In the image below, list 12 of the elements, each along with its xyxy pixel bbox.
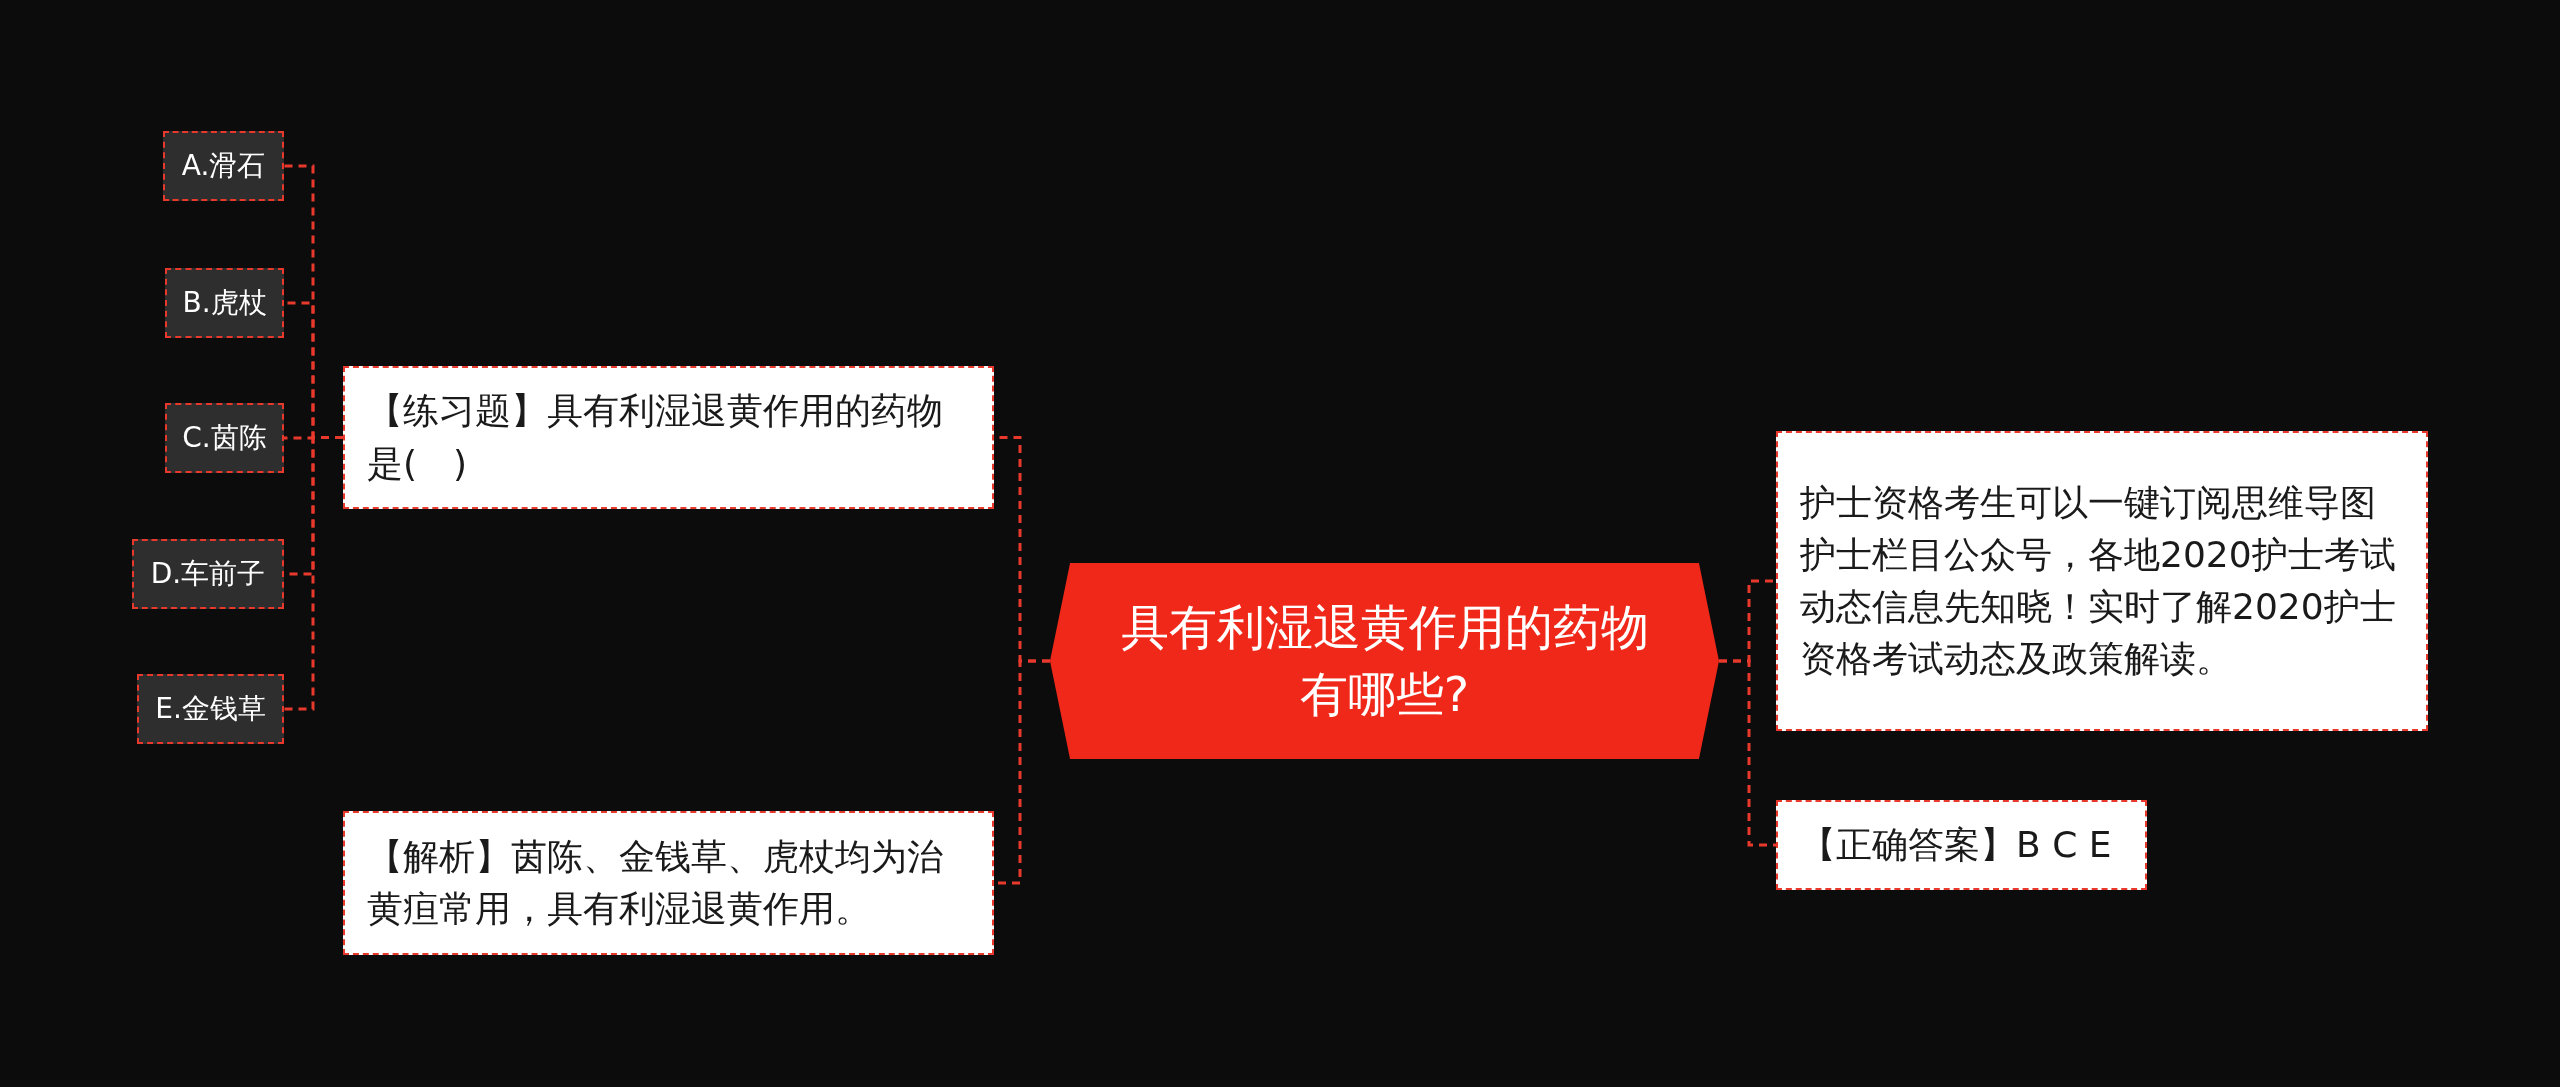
connector [284,436,343,711]
option-box: E.金钱草 [137,674,284,744]
option-box: C.茵陈 [165,403,284,473]
connector [1719,659,1776,847]
explanation-box: 【解析】茵陈、金钱草、虎杖均为治黄疸常用，具有利湿退黄作用。 [343,811,994,955]
option-box: B.虎杖 [165,268,284,338]
answer-box: 【正确答案】B C E [1776,800,2147,890]
note-box: 护士资格考生可以一键订阅思维导图护士栏目公众号，各地2020护士考试动态信息先知晓！实时了解2020护士资格考试动态及政策解读。 [1776,431,2428,731]
question-box: 【练习题】具有利湿退黄作用的药物是( ) [343,366,994,509]
option-box: D.车前子 [132,539,284,609]
option-box: A.滑石 [163,131,284,201]
central-topic: 具有利湿退黄作用的药物有哪些? [1050,563,1719,759]
